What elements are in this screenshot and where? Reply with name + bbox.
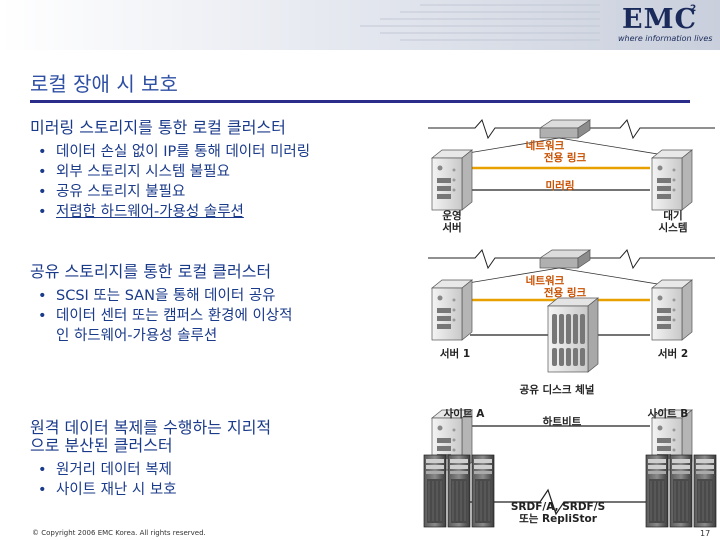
diagram-mirroring bbox=[428, 120, 715, 210]
page-number: 17 bbox=[700, 529, 710, 538]
bullet-item-link[interactable]: 저렴한 하드웨어-가용성 솔루션 bbox=[38, 202, 310, 222]
copyright-footer: © Copyright 2006 EMC Korea. All rights r… bbox=[32, 529, 206, 537]
bullet-item: 데이터 센터 또는 캠퍼스 환경에 이상적 bbox=[38, 306, 292, 326]
bullet-list-geo: 원거리 데이터 복제 사이트 재난 시 보호 bbox=[38, 460, 177, 500]
network-line-right bbox=[575, 120, 715, 138]
standby-system-label-line2: 시스템 bbox=[648, 222, 698, 234]
shared-disk-storage-icon bbox=[548, 298, 598, 372]
bullet-item-continuation: 인 하드웨어-가용성 솔루션 bbox=[38, 326, 292, 346]
shared-disk-channel-label: 공유 디스크 체널 bbox=[512, 384, 602, 396]
server-tower-icon bbox=[652, 280, 692, 340]
network-label: 네트워크 bbox=[510, 140, 580, 152]
mirroring-label: 미러링 bbox=[530, 180, 590, 192]
network-label: 네트워크 bbox=[510, 275, 580, 287]
bullet-item: 외부 스토리지 시스템 불필요 bbox=[38, 162, 310, 182]
storage-rack-icon bbox=[424, 455, 446, 527]
primary-server-label-line2: 서버 bbox=[432, 222, 472, 234]
bullet-item: 데이터 손실 없이 IP를 통해 데이터 미러링 bbox=[38, 142, 310, 162]
bullet-item: 공유 스토리지 불필요 bbox=[38, 182, 310, 202]
server-tower-icon bbox=[432, 280, 472, 340]
section-heading-geo-line2: 으로 분산된 클러스터 bbox=[30, 432, 173, 456]
storage-rack-icon bbox=[472, 455, 494, 527]
standby-system-label-line1: 대기 bbox=[648, 210, 698, 222]
bullet-item: 사이트 재난 시 보호 bbox=[38, 480, 177, 500]
section-heading-shared-storage: 공유 스토리지를 통한 로컬 클러스터 bbox=[30, 258, 271, 282]
cluster-diagrams bbox=[420, 110, 720, 530]
title-divider bbox=[30, 100, 690, 103]
storage-rack-icon bbox=[448, 455, 470, 527]
storage-rack-icon bbox=[646, 455, 668, 527]
replication-label-line2: 또는 RepliStor bbox=[498, 513, 618, 525]
logo-tagline: where information lives bbox=[618, 34, 712, 43]
bullet-list-mirroring: 데이터 손실 없이 IP를 통해 데이터 미러링 외부 스토리지 시스템 불필요… bbox=[38, 142, 310, 222]
bullet-list-shared-storage: SCSI 또는 SAN을 통해 데이터 공유 데이터 센터 또는 캠퍼스 환경에… bbox=[38, 286, 292, 346]
storage-rack-icon bbox=[694, 455, 716, 527]
server-tower-icon bbox=[652, 150, 692, 210]
primary-server-label-line1: 운영 bbox=[432, 210, 472, 222]
server-tower-icon bbox=[432, 150, 472, 210]
network-switch-icon bbox=[540, 120, 590, 138]
bullet-item: 원거리 데이터 복제 bbox=[38, 460, 177, 480]
section-heading-mirroring: 미러링 스토리지를 통한 로컬 클러스터 bbox=[30, 114, 286, 138]
site-a-label: 사이트 A bbox=[436, 408, 492, 420]
network-line-left bbox=[428, 120, 540, 138]
site-b-label: 사이트 B bbox=[640, 408, 696, 420]
header-band bbox=[0, 0, 720, 50]
storage-rack-icon bbox=[670, 455, 692, 527]
emc-logo-superscript: 2 bbox=[690, 4, 696, 14]
replication-label-line1: SRDF/A, SRDF/S bbox=[498, 501, 618, 513]
dedicated-link-label: 전용 링크 bbox=[530, 287, 600, 299]
server1-label: 서버 1 bbox=[430, 348, 480, 360]
heartbeat-label: 하트비트 bbox=[534, 416, 590, 428]
bullet-item: SCSI 또는 SAN을 통해 데이터 공유 bbox=[38, 286, 292, 306]
emc-logo: EMC bbox=[622, 4, 697, 35]
network-switch-icon bbox=[540, 250, 590, 268]
slide-title: 로컬 장애 시 보호 bbox=[30, 68, 178, 97]
dedicated-link-label: 전용 링크 bbox=[530, 152, 600, 164]
server2-label: 서버 2 bbox=[648, 348, 698, 360]
